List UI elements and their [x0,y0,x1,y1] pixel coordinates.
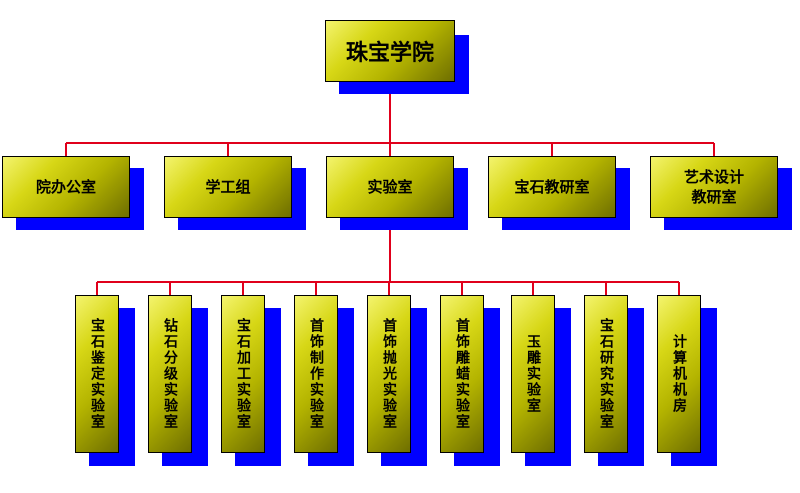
lab-jade-carving-label: 玉雕实验室 [525,334,541,414]
lab-gem-appraisal-label: 宝石鉴定实验室 [89,318,105,430]
lab-jewelry-polishing-label: 首饰抛光实验室 [381,318,397,430]
lab-wax-carving-label: 首饰雕蜡实验室 [454,318,470,430]
node-office-label: 院办公室 [35,178,96,196]
node-lab-label: 实验室 [367,178,413,196]
lab-diamond-grading-label: 钻石分级实验室 [162,318,178,430]
node-student-affairs-label: 学工组 [205,178,251,196]
node-gem-teaching-label: 宝石教研室 [514,178,590,196]
lab-jewelry-making-label: 首饰制作实验室 [308,318,324,430]
root-label: 珠宝学院 [345,41,434,66]
lab-gem-research-label: 宝石研究实验室 [598,318,614,430]
lab-computer-room-label: 计算机机房 [671,334,687,414]
node-art-design-label: 艺术设计 教研室 [683,168,744,206]
lab-gem-processing-label: 宝石加工实验室 [235,318,251,430]
